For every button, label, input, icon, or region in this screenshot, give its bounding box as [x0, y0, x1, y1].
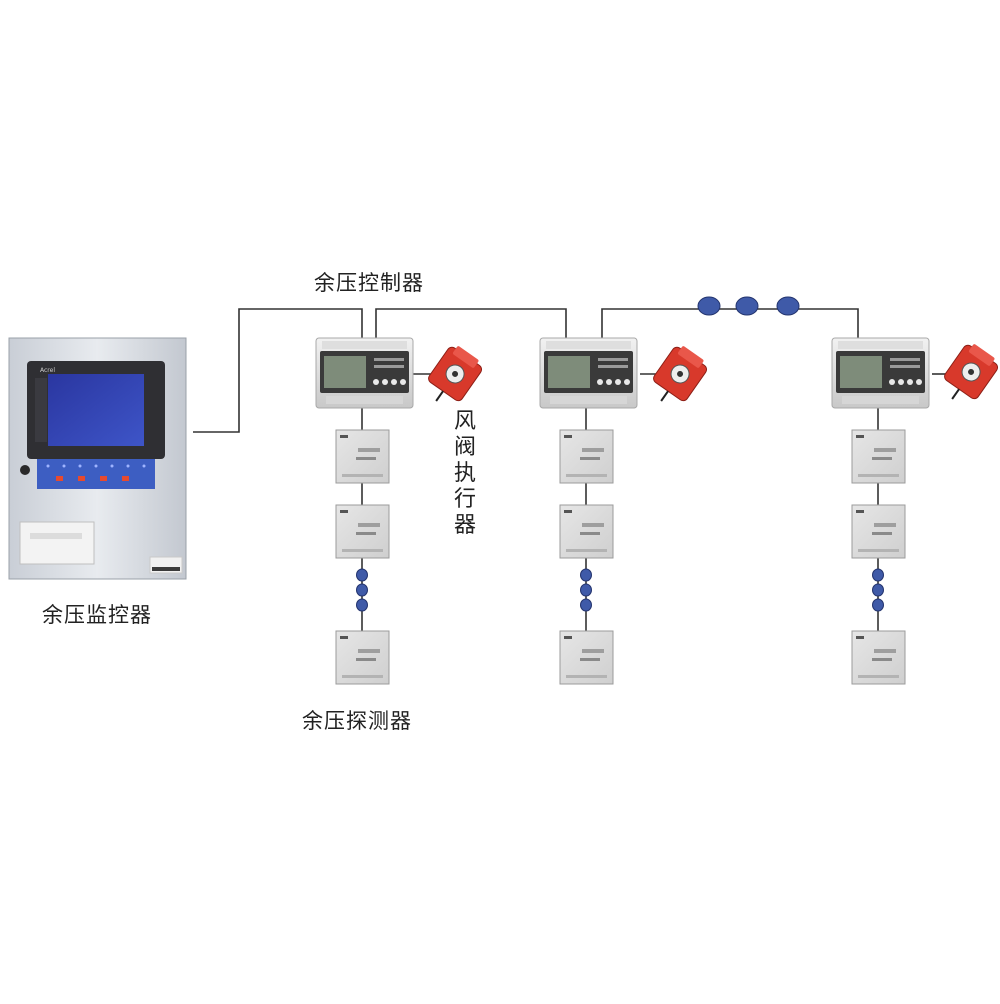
monitor-cabinet-icon: Acrel — [8, 337, 187, 580]
detector-box-icon — [851, 630, 906, 685]
ellipsis-dots-icon — [872, 568, 884, 582]
ellipsis-dots-icon — [580, 598, 592, 612]
detector-box-icon — [559, 630, 614, 685]
detector-box-icon — [335, 504, 390, 559]
controller-group — [315, 337, 930, 409]
ellipsis-dots-icon — [697, 296, 721, 316]
ellipsis-dots-icon — [356, 568, 368, 582]
bus-continuation-dots — [697, 296, 800, 316]
damper-actuator-label-char: 风 — [453, 409, 476, 434]
ellipsis-dots-icon — [872, 583, 884, 597]
damper-actuator-icon — [653, 346, 708, 402]
damper-actuator-label-char: 行 — [453, 487, 476, 512]
damper-actuator-icon — [428, 346, 483, 402]
damper-actuator-label-char: 阀 — [453, 435, 476, 460]
monitor-brand: Acrel — [40, 367, 55, 374]
detector-box-icon — [851, 429, 906, 484]
ellipsis-dots-icon — [356, 598, 368, 612]
ellipsis-dots-icon — [580, 583, 592, 597]
controller-bus-wire-1 — [375, 308, 567, 338]
controller-unit-icon — [831, 337, 930, 409]
chain-continuation-dots — [356, 568, 884, 612]
controller-unit-icon — [315, 337, 414, 409]
monitor-to-controller-wire — [193, 308, 363, 433]
detector-box-icon — [851, 504, 906, 559]
detector-group — [335, 429, 906, 685]
detector-box-icon — [559, 504, 614, 559]
controller-bus-wire-2 — [601, 308, 859, 338]
controller-unit-icon — [539, 337, 638, 409]
ellipsis-dots-icon — [735, 296, 759, 316]
ellipsis-dots-icon — [580, 568, 592, 582]
damper-actuator-label-char: 器 — [453, 513, 476, 538]
detector-box-icon — [559, 429, 614, 484]
detector-box-icon — [335, 630, 390, 685]
damper-actuator-label: 风 阀 执 行 器 — [452, 409, 478, 539]
detector-label: 余压探测器 — [302, 709, 412, 733]
controller-label: 余压控制器 — [314, 271, 424, 295]
ellipsis-dots-icon — [872, 598, 884, 612]
ellipsis-dots-icon — [356, 583, 368, 597]
actuator-group — [428, 344, 999, 402]
detector-box-icon — [335, 429, 390, 484]
ellipsis-dots-icon — [776, 296, 800, 316]
damper-actuator-label-char: 执 — [453, 461, 476, 486]
damper-actuator-icon — [944, 344, 999, 400]
monitor-label: 余压监控器 — [42, 603, 152, 627]
